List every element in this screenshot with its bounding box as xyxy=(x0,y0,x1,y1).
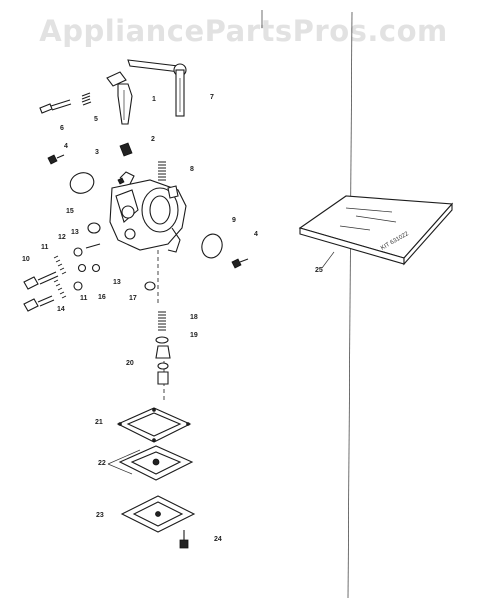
callout-c4b: 4 xyxy=(254,231,258,238)
leader-line-25 xyxy=(321,251,335,269)
callout-c12: 12 xyxy=(58,234,66,241)
throttle-shaft-part[interactable] xyxy=(106,71,133,125)
callout-c13b: 13 xyxy=(113,279,121,286)
callout-c17: 17 xyxy=(129,295,137,302)
repair-kit-box-part[interactable]: KIT 631022 xyxy=(298,195,454,266)
gasket-part-21[interactable] xyxy=(116,407,192,443)
callout-c6: 6 xyxy=(60,125,64,132)
diaphragm-part-22[interactable] xyxy=(118,445,194,481)
callout-c13: 13 xyxy=(71,229,79,236)
callout-c8: 8 xyxy=(190,166,194,173)
callout-c5: 5 xyxy=(94,116,98,123)
choke-shaft-part[interactable] xyxy=(127,59,187,117)
page-edge-line xyxy=(347,11,353,599)
cup-part-17[interactable] xyxy=(144,281,156,291)
welch-plug-part[interactable] xyxy=(87,222,101,234)
callout-c18: 18 xyxy=(190,314,198,321)
screw-part-6[interactable] xyxy=(39,99,72,114)
callout-c15: 15 xyxy=(66,208,74,215)
callout-c14: 14 xyxy=(57,306,65,313)
callout-c3: 3 xyxy=(95,149,99,156)
callout-c19: 19 xyxy=(190,332,198,339)
callout-c23: 23 xyxy=(96,512,104,519)
spring-part-18[interactable] xyxy=(158,311,166,331)
washer-part-19[interactable] xyxy=(155,336,169,344)
screw-part-4[interactable] xyxy=(47,154,65,165)
throttle-spring-part[interactable] xyxy=(81,92,92,106)
callout-c2: 2 xyxy=(151,136,155,143)
main-needle-assembly[interactable] xyxy=(23,263,101,312)
callout-c1: 1 xyxy=(152,96,156,103)
leader-lines-22 xyxy=(107,449,141,475)
callout-c25: 25 xyxy=(315,267,323,274)
callout-c20: 20 xyxy=(126,360,134,367)
carburetor-body[interactable] xyxy=(109,171,187,253)
cover-part-23[interactable] xyxy=(120,495,196,533)
screw-part-24[interactable] xyxy=(179,530,189,549)
callout-c22: 22 xyxy=(98,460,106,467)
callout-c10: 10 xyxy=(22,256,30,263)
idle-needle-assembly[interactable] xyxy=(23,243,101,290)
shutter-screw-part[interactable] xyxy=(119,142,133,157)
watermark: AppliancePartsPros.com xyxy=(39,14,448,48)
fitting-part-20[interactable] xyxy=(155,345,171,385)
callout-c7: 7 xyxy=(210,94,214,101)
callout-c4: 4 xyxy=(64,143,68,150)
spring-part-8[interactable] xyxy=(158,161,166,181)
callout-c24: 24 xyxy=(214,536,222,543)
choke-plate-part[interactable] xyxy=(199,232,225,260)
screw-part-4-right[interactable] xyxy=(231,258,249,269)
throttle-plate-part[interactable] xyxy=(67,169,96,196)
callout-c11b: 11 xyxy=(80,295,88,302)
callout-c16: 16 xyxy=(98,294,106,301)
callout-c9: 9 xyxy=(232,217,236,224)
callout-c21: 21 xyxy=(95,419,103,426)
callout-c11: 11 xyxy=(41,244,49,251)
